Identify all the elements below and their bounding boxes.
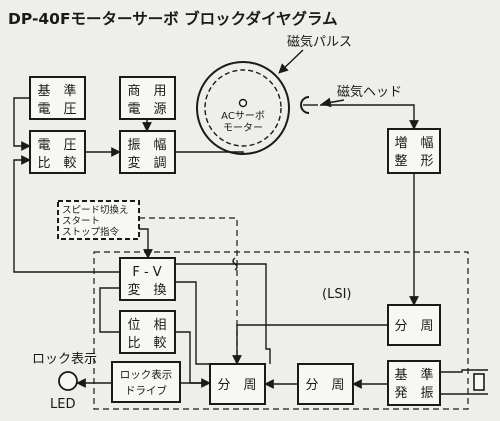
svg-text:ストップ指令: ストップ指令 — [62, 226, 120, 238]
divider-right-block: 分 周 — [387, 304, 441, 346]
magnetic-head-icon — [300, 96, 318, 114]
svg-text:整 形: 整 形 — [394, 154, 433, 169]
magnetic-pulse-label: 磁気パルス — [287, 34, 352, 50]
diagram-title: DP-40Fモーターサーボ ブロックダイヤグラム — [8, 9, 338, 28]
divider-2-block: 分 周 — [297, 363, 354, 405]
voltage-comparison-block: 電 圧 比 較 — [29, 130, 86, 174]
svg-text:比 較: 比 較 — [127, 336, 166, 351]
amp-shaping-block: 増 幅 整 形 — [387, 128, 441, 174]
svg-text:振 幅: 振 幅 — [127, 138, 166, 153]
svg-text:位 相: 位 相 — [127, 318, 166, 333]
svg-text:変 調: 変 調 — [127, 155, 166, 171]
svg-text:分 周: 分 周 — [394, 319, 433, 334]
led-icon — [58, 371, 78, 391]
commercial-power-block: 商 用 電 源 — [119, 76, 176, 120]
svg-text:増 幅: 増 幅 — [394, 136, 433, 151]
svg-text:分 周: 分 周 — [217, 378, 256, 393]
svg-text:分 周: 分 周 — [305, 378, 344, 393]
lock-display-label: ロック表示 — [32, 352, 97, 367]
svg-text:比 較: 比 較 — [37, 156, 76, 171]
motor-label-line2: モーター — [223, 122, 263, 134]
svg-text:商 用: 商 用 — [127, 84, 166, 99]
fv-convert-block: F ‐ V 変 換 — [119, 257, 176, 301]
svg-text:スピード切換え: スピード切換え — [62, 204, 129, 216]
divider-1-block: 分 周 — [209, 363, 266, 405]
ref-voltage-block: 基 準 電 圧 — [29, 76, 86, 120]
lsi-boundary — [93, 251, 469, 410]
svg-text:スタート: スタート — [62, 216, 100, 227]
motor-label-line1: ACサーボ — [221, 110, 265, 122]
svg-text:基 準: 基 準 — [394, 367, 433, 383]
speed-switch-command-block: スピード切換え スタート ストップ指令 — [57, 200, 140, 240]
svg-text:変 換: 変 換 — [127, 282, 166, 298]
crystal-icon — [470, 369, 488, 395]
svg-text:電 圧: 電 圧 — [37, 102, 76, 117]
ac-servo-motor: ACサーボ モーター — [196, 61, 290, 155]
connections — [13, 97, 419, 389]
led-label: LED — [50, 397, 75, 412]
lsi-label: (LSI) — [322, 287, 351, 302]
svg-text:電 源: 電 源 — [127, 102, 166, 117]
svg-text:発 振: 発 振 — [394, 386, 433, 401]
svg-text:F ‐ V: F ‐ V — [132, 265, 161, 280]
magnetic-head-label: 磁気ヘッド — [337, 84, 402, 100]
phase-comparison-block: 位 相 比 較 — [119, 310, 176, 354]
lock-display-driver-block: ロック表示 ドライブ — [111, 361, 181, 403]
svg-text:基 準: 基 準 — [37, 83, 76, 99]
svg-text:ドライブ: ドライブ — [125, 384, 167, 397]
svg-text:電 圧: 電 圧 — [37, 138, 76, 153]
ref-oscillator-block: 基 準 発 振 — [387, 360, 441, 406]
amplitude-modulation-block: 振 幅 変 調 — [119, 130, 176, 174]
svg-text:ロック表示: ロック表示 — [120, 368, 173, 381]
